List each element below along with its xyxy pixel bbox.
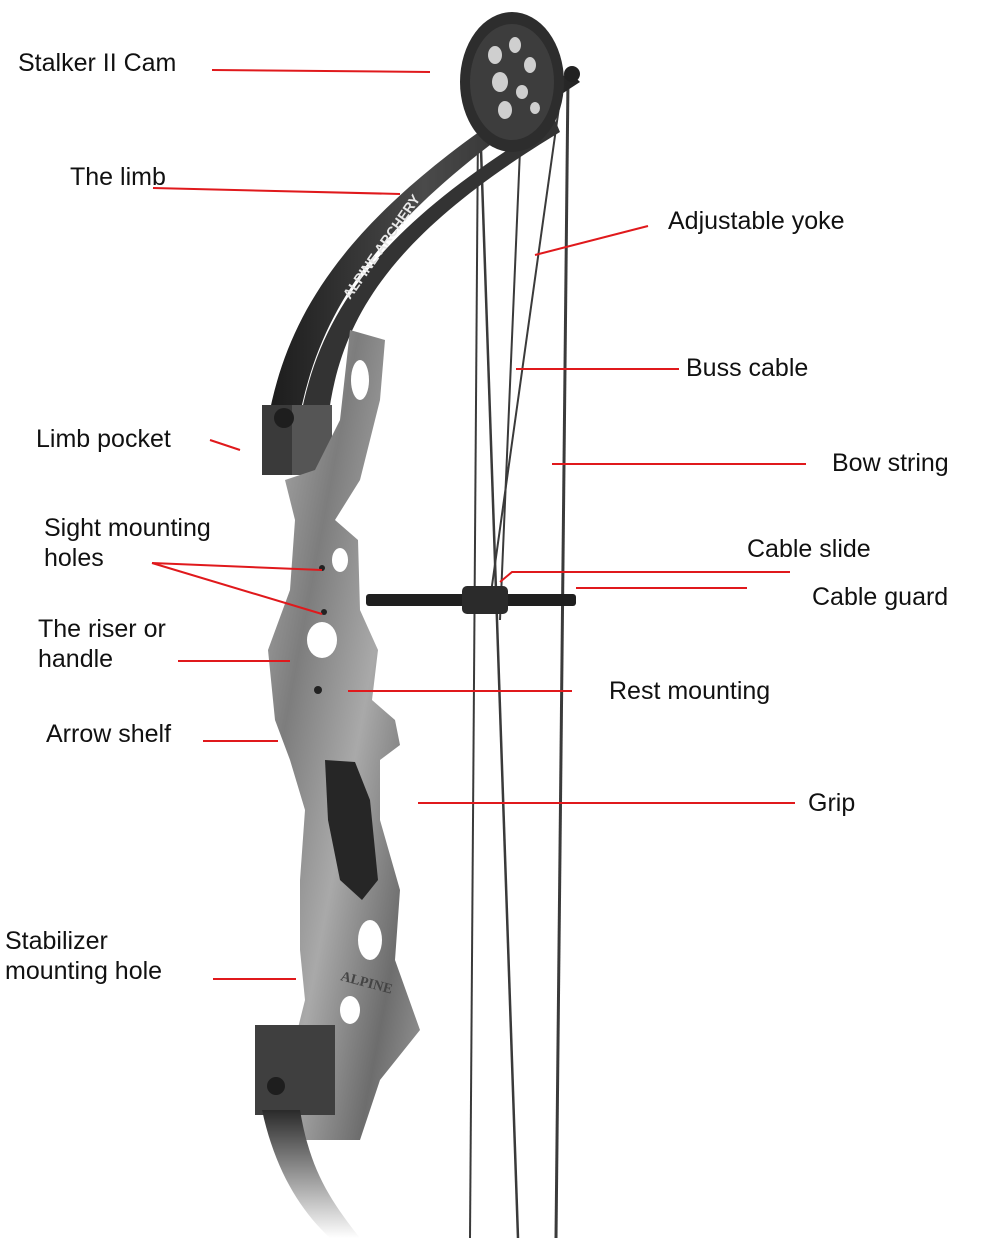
- yoke-cable-2: [500, 150, 520, 620]
- label-cable-guard: Cable guard: [812, 582, 948, 612]
- cable-guard-rod: [366, 586, 576, 614]
- leader-stalker-cam: [212, 70, 430, 72]
- stalker-cam: [460, 12, 580, 152]
- label-riser-line2: handle: [38, 644, 166, 674]
- label-stabilizer-line1: Stabilizer: [5, 926, 162, 956]
- label-sight-holes-line1: Sight mounting: [44, 513, 211, 543]
- label-sight-holes-line2: holes: [44, 543, 211, 573]
- label-limb: The limb: [70, 162, 166, 192]
- label-bow-string: Bow string: [832, 448, 949, 478]
- label-buss-cable: Buss cable: [686, 353, 808, 383]
- label-riser: The riser or handle: [38, 614, 166, 674]
- label-adjustable-yoke: Adjustable yoke: [668, 206, 845, 236]
- label-stabilizer-line2: mounting hole: [5, 956, 162, 986]
- label-riser-line1: The riser or: [38, 614, 166, 644]
- label-cable-slide: Cable slide: [747, 534, 871, 564]
- leader-adjustable-yoke: [535, 226, 648, 255]
- bow-string: [556, 78, 568, 1238]
- label-stabilizer: Stabilizer mounting hole: [5, 926, 162, 986]
- leader-limb-pocket: [210, 440, 240, 450]
- label-rest-mounting: Rest mounting: [609, 676, 770, 706]
- leader-cable-slide: [500, 572, 790, 582]
- yoke-cable: [490, 100, 560, 600]
- label-grip: Grip: [808, 788, 855, 818]
- label-arrow-shelf: Arrow shelf: [46, 719, 171, 749]
- cable-left: [470, 125, 478, 1238]
- buss-cable: [480, 120, 518, 1238]
- strings-and-cables: [470, 78, 568, 1238]
- label-stalker-cam: Stalker II Cam: [18, 48, 176, 78]
- label-limb-pocket: Limb pocket: [36, 424, 171, 454]
- label-sight-holes: Sight mounting holes: [44, 513, 211, 573]
- leader-limb: [153, 188, 400, 194]
